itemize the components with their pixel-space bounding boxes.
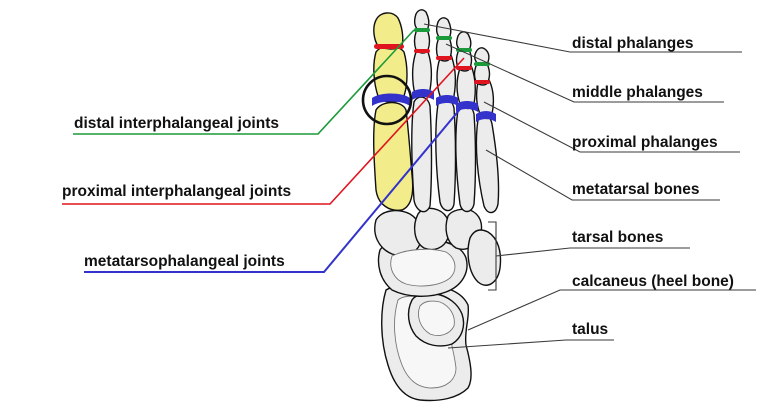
label-talus: talus [572, 321, 608, 338]
leader-middle-phalanges [445, 43, 724, 103]
distal-phalanges [413, 9, 490, 67]
leader-calcaneus [467, 289, 756, 331]
leader-distal-phalanges [423, 23, 742, 53]
leader-metatarsophalangeal [84, 101, 467, 273]
talus-bone [407, 292, 465, 347]
label-metatarsal-bones: metatarsal bones [572, 181, 700, 198]
label-calcaneus: calcaneus (heel bone) [572, 273, 734, 290]
proximal-interphalangeal-joint-markers [374, 44, 490, 84]
distal-interphalangeal-joint-markers [414, 28, 490, 66]
tarsal-bones [374, 207, 502, 297]
leader-tarsal-bones [495, 247, 690, 257]
hallux-distal-phalanx-highlighted [373, 12, 404, 50]
metatarsophalangeal-joint-markers [372, 89, 496, 122]
leader-distal-interphalangeal [73, 29, 415, 135]
leader-metatarsal-bones [485, 149, 720, 201]
highlight-circle [361, 74, 413, 126]
label-proximal-phalanges: proximal phalanges [572, 134, 718, 151]
first-metatarsal-highlighted [372, 101, 414, 212]
label-metatarsophalangeal-joints: metatarsophalangeal joints [84, 253, 285, 270]
leader-talus [447, 339, 614, 349]
label-distal-phalanges: distal phalanges [572, 35, 693, 52]
label-middle-phalanges: middle phalanges [572, 84, 703, 101]
label-tarsal-bones: tarsal bones [572, 229, 663, 246]
leader-proximal-phalanges [483, 101, 740, 153]
label-distal-interphalangeal-joints: distal interphalangeal joints [74, 115, 279, 132]
leader-proximal-interphalangeal [62, 57, 465, 205]
proximal-phalanges [411, 45, 495, 120]
label-proximal-interphalangeal-joints: proximal interphalangeal joints [62, 183, 291, 200]
